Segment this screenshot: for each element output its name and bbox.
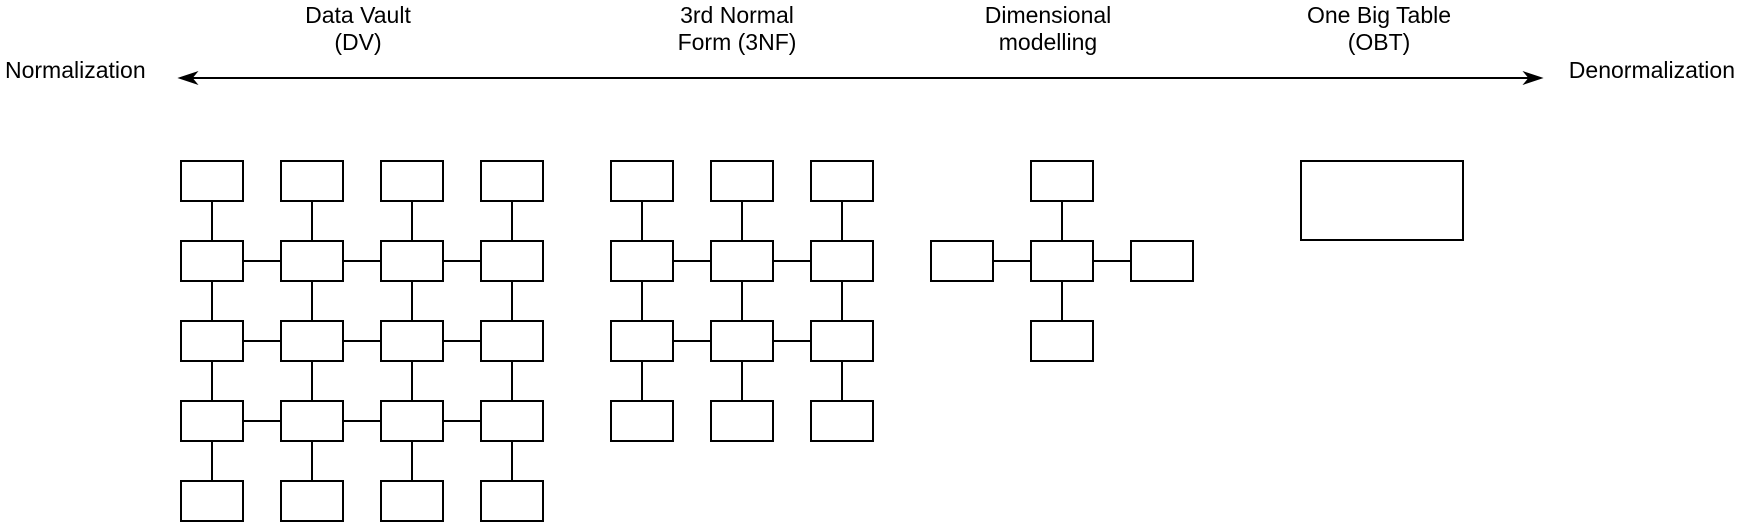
- data-vault-entity-box: [380, 320, 444, 362]
- data-vault-entity-box: [480, 160, 544, 202]
- dimensional-modelling-entity-box: [1030, 160, 1094, 202]
- data-vault-entity-box: [380, 400, 444, 442]
- dimensional-modelling-entity-box: [1030, 320, 1094, 362]
- data-vault-entity-box: [480, 480, 544, 522]
- dimensional-modelling-entity-box: [1030, 240, 1094, 282]
- label-third-normal-form-line1: 3rd Normal: [680, 2, 794, 28]
- label-dimensional-modelling-line2: modelling: [998, 29, 1098, 55]
- one-big-table-entity-box: [1300, 160, 1464, 241]
- label-third-normal-form: 3rd Normal Form (3NF): [587, 2, 887, 56]
- dimensional-modelling-entity-box: [1130, 240, 1194, 282]
- third-normal-form-entity-box: [710, 160, 774, 202]
- spectrum-arrowhead-left: [177, 70, 199, 86]
- third-normal-form-entity-box: [610, 240, 674, 282]
- third-normal-form-entity-box: [710, 320, 774, 362]
- label-one-big-table-line1: One Big Table: [1306, 2, 1452, 28]
- data-vault-entity-box: [180, 400, 244, 442]
- spectrum-arrowhead-right: [1522, 70, 1544, 86]
- third-normal-form-entity-box: [810, 320, 874, 362]
- third-normal-form-entity-box: [810, 400, 874, 442]
- label-data-vault-line2: (DV): [334, 29, 382, 55]
- data-vault-entity-box: [180, 240, 244, 282]
- data-vault-entity-box: [380, 240, 444, 282]
- data-vault-entity-box: [480, 240, 544, 282]
- third-normal-form-entity-box: [610, 400, 674, 442]
- denormalization-label: Denormalization: [1568, 57, 1735, 83]
- data-vault-entity-box: [380, 160, 444, 202]
- data-vault-entity-box: [180, 480, 244, 522]
- data-vault-entity-box: [180, 160, 244, 202]
- third-normal-form-entity-box: [610, 160, 674, 202]
- third-normal-form-entity-box: [710, 240, 774, 282]
- data-vault-entity-box: [280, 240, 344, 282]
- normalization-label: Normalization: [5, 57, 146, 83]
- data-vault-entity-box: [180, 320, 244, 362]
- label-dimensional-modelling: Dimensional modelling: [898, 2, 1198, 56]
- data-vault-entity-box: [280, 480, 344, 522]
- label-third-normal-form-line2: Form (3NF): [677, 29, 797, 55]
- data-vault-entity-box: [480, 320, 544, 362]
- dimensional-modelling-entity-box: [930, 240, 994, 282]
- label-dimensional-modelling-line1: Dimensional: [984, 2, 1112, 28]
- label-one-big-table: One Big Table (OBT): [1229, 2, 1529, 56]
- data-vault-entity-box: [480, 400, 544, 442]
- third-normal-form-entity-box: [710, 400, 774, 442]
- data-vault-entity-box: [380, 480, 444, 522]
- third-normal-form-entity-box: [810, 160, 874, 202]
- label-data-vault-line1: Data Vault: [305, 2, 411, 28]
- label-data-vault: Data Vault (DV): [208, 2, 508, 56]
- third-normal-form-entity-box: [610, 320, 674, 362]
- label-one-big-table-line2: (OBT): [1347, 29, 1411, 55]
- third-normal-form-entity-box: [810, 240, 874, 282]
- data-vault-entity-box: [280, 400, 344, 442]
- data-vault-entity-box: [280, 320, 344, 362]
- data-vault-entity-box: [280, 160, 344, 202]
